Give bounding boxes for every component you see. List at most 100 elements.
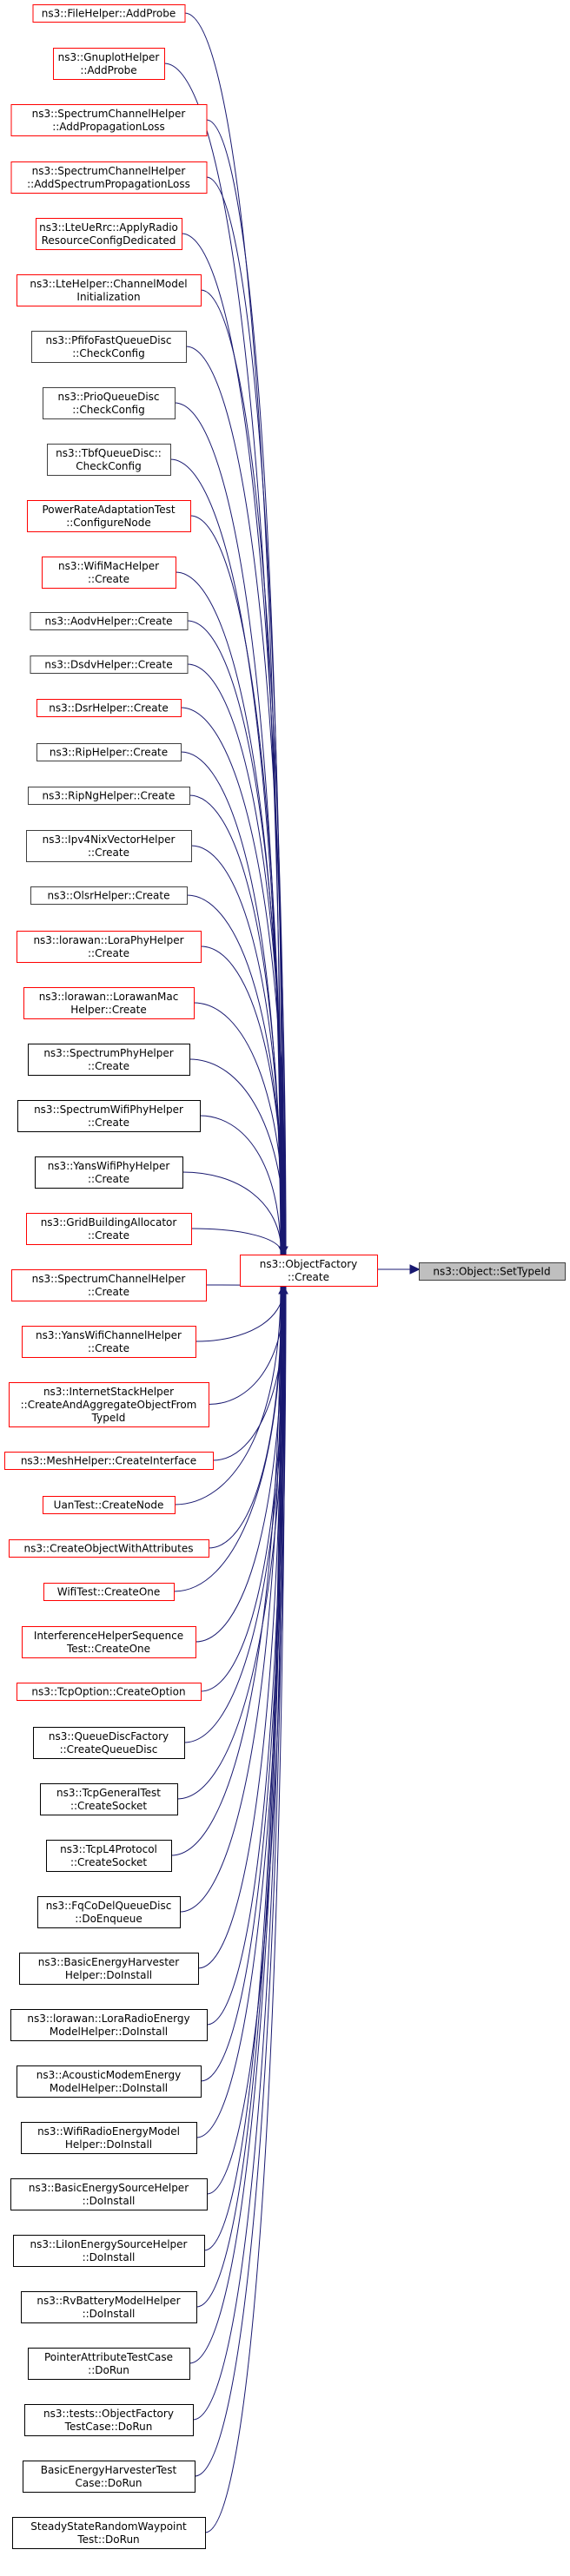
caller-node-ns3-ltehelper-channelmodelinitialization-box[interactable]	[17, 274, 202, 306]
caller-node-ns3-acousticmodemenergymodelhelper-doinstall[interactable]: ns3::AcousticModemEnergyModelHelper::DoI…	[17, 2065, 202, 2098]
object-factory-create-node-box[interactable]	[240, 1255, 378, 1287]
caller-node-interferencehelpersequencetest-createone[interactable]: InterferenceHelperSequenceTest::CreateOn…	[22, 1626, 196, 1658]
caller-node-ns3-lorawan-loraphyhelper-create-box[interactable]	[17, 931, 202, 963]
caller-node-ns3-basicenergyharvesterhelper-doinstall-box[interactable]	[19, 1953, 199, 1985]
caller-node-pointerattributetestcase-dorun-box[interactable]	[28, 2348, 190, 2380]
caller-node-ns3-lorawan-loraphyhelper-create[interactable]: ns3::lorawan::LoraPhyHelper::Create	[17, 931, 202, 963]
caller-node-ns3-internetstackhelper-createandaggregateobjectfromtypeid[interactable]: ns3::InternetStackHelper::CreateAndAggre…	[9, 1382, 209, 1427]
caller-node-interferencehelpersequencetest-createone-box[interactable]	[22, 1626, 196, 1658]
object-set-type-id-node-box[interactable]	[419, 1262, 566, 1281]
caller-node-ns3-spectrumchannelhelper-create[interactable]: ns3::SpectrumChannelHelper::Create	[11, 1269, 207, 1301]
caller-node-powerrateadaptationtest-configurenode[interactable]: PowerRateAdaptationTest::ConfigureNode	[27, 500, 191, 532]
object-factory-create-node[interactable]: ns3::ObjectFactory::Create	[240, 1255, 378, 1287]
caller-node-ns3-lorawan-loraradioenergymodelhelper-doinstall[interactable]: ns3::lorawan::LoraRadioEnergyModelHelper…	[10, 2009, 208, 2041]
caller-node-wifitest-createone-box[interactable]	[43, 1583, 175, 1601]
caller-node-wifitest-createone[interactable]: WifiTest::CreateOne	[43, 1583, 175, 1601]
caller-node-ns3-prioqueuedisc-checkconfig[interactable]: ns3::PrioQueueDisc::CheckConfig	[43, 387, 176, 419]
caller-node-ns3-rvbatterymodelhelper-doinstall-box[interactable]	[21, 2291, 197, 2323]
caller-node-ns3-fqcodelqueuedisc-doenqueue[interactable]: ns3::FqCoDelQueueDisc::DoEnqueue	[37, 1896, 181, 1928]
caller-node-steadystaterandomwaypointtest-dorun-box[interactable]	[12, 2517, 206, 2549]
caller-node-ns3-createobjectwithattributes[interactable]: ns3::CreateObjectWithAttributes	[9, 1539, 209, 1558]
caller-node-ns3-wifiradioenergymodelhelper-doinstall[interactable]: ns3::WifiRadioEnergyModelHelper::DoInsta…	[21, 2122, 197, 2154]
caller-node-ns3-internetstackhelper-createandaggregateobjectfromtypeid-box[interactable]	[9, 1382, 209, 1427]
caller-node-ns3-olsrhelper-create[interactable]: ns3::OlsrHelper::Create	[30, 886, 188, 905]
caller-node-ns3-dsrhelper-create-box[interactable]	[36, 699, 182, 717]
caller-node-basicenergyharvestertestcase-dorun-box[interactable]	[23, 2461, 196, 2493]
caller-node-ns3-wifimachelper-create-box[interactable]	[42, 557, 176, 589]
caller-node-ns3-dsdvhelper-create[interactable]: ns3::DsdvHelper::Create	[30, 656, 189, 674]
caller-node-uantest-createnode-box[interactable]	[43, 1496, 176, 1514]
caller-node-ns3-basicenergysourcehelper-doinstall[interactable]: ns3::BasicEnergySourceHelper::DoInstall	[10, 2178, 208, 2210]
caller-node-ns3-lorawan-loraradioenergymodelhelper-doinstall-box[interactable]	[10, 2009, 208, 2041]
caller-node-ns3-ipv4nixvectorhelper-create-box[interactable]	[26, 830, 192, 862]
caller-node-ns3-ltehelper-channelmodelinitialization[interactable]: ns3::LteHelper::ChannelModelInitializati…	[17, 274, 202, 306]
caller-node-ns3-acousticmodemenergymodelhelper-doinstall-box[interactable]	[17, 2065, 202, 2098]
caller-node-ns3-yanswifichannelhelper-create[interactable]: ns3::YansWifiChannelHelper::Create	[22, 1326, 196, 1358]
caller-node-ns3-yanswifiphyhelper-create-box[interactable]	[35, 1156, 183, 1189]
caller-node-ns3-queuediscfactory-createqueuedisc-box[interactable]	[33, 1727, 185, 1759]
caller-node-ns3-gridbuildingallocator-create-box[interactable]	[26, 1213, 192, 1245]
caller-node-ns3-pfifofastqueuedisc-checkconfig-box[interactable]	[31, 331, 187, 363]
caller-node-ns3-tbfqueuedisc-checkconfig[interactable]: ns3::TbfQueueDisc::CheckConfig	[47, 444, 171, 476]
caller-node-ns3-dsrhelper-create[interactable]: ns3::DsrHelper::Create	[36, 699, 182, 717]
caller-node-ns3-spectrumchannelhelper-addpropagationloss-box[interactable]	[10, 104, 208, 136]
caller-node-ns3-tcpoption-createoption-box[interactable]	[17, 1683, 202, 1701]
caller-node-ns3-yanswifichannelhelper-create-box[interactable]	[22, 1326, 196, 1358]
caller-node-ns3-gridbuildingallocator-create[interactable]: ns3::GridBuildingAllocator::Create	[26, 1213, 192, 1245]
caller-node-pointerattributetestcase-dorun[interactable]: PointerAttributeTestCase::DoRun	[28, 2348, 190, 2380]
caller-node-ns3-spectrumwifiphyhelper-create-box[interactable]	[17, 1100, 201, 1132]
caller-node-ns3-spectrumchannelhelper-addpropagationloss[interactable]: ns3::SpectrumChannelHelper::AddPropagati…	[10, 104, 208, 136]
caller-node-ns3-tcpgeneraltest-createsocket[interactable]: ns3::TcpGeneralTest::CreateSocket	[40, 1783, 178, 1815]
caller-node-ns3-aodvhelper-create[interactable]: ns3::AodvHelper::Create	[30, 612, 189, 630]
caller-node-ns3-lteuerrc-applyradioresourceconfigdedicated-box[interactable]	[36, 218, 182, 250]
caller-node-powerrateadaptationtest-configurenode-box[interactable]	[27, 500, 191, 532]
caller-node-ns3-spectrumphyhelper-create-box[interactable]	[28, 1044, 190, 1076]
caller-node-ns3-tcpoption-createoption[interactable]: ns3::TcpOption::CreateOption	[17, 1683, 202, 1701]
caller-node-ns3-spectrumchannelhelper-addspectrumpropagationloss-box[interactable]	[10, 161, 208, 194]
caller-node-ns3-prioqueuedisc-checkconfig-box[interactable]	[43, 387, 176, 419]
caller-node-ns3-filehelper-addprobe[interactable]: ns3::FileHelper::AddProbe	[32, 4, 186, 23]
caller-node-ns3-tcpgeneraltest-createsocket-box[interactable]	[40, 1783, 178, 1815]
caller-node-ns3-liionenergysourcehelper-doinstall[interactable]: ns3::LiIonEnergySourceHelper::DoInstall	[13, 2235, 205, 2267]
caller-node-ns3-spectrumchannelhelper-addspectrumpropagationloss[interactable]: ns3::SpectrumChannelHelper::AddSpectrumP…	[10, 161, 208, 194]
caller-node-ns3-filehelper-addprobe-box[interactable]	[32, 4, 186, 23]
caller-node-ns3-ipv4nixvectorhelper-create[interactable]: ns3::Ipv4NixVectorHelper::Create	[26, 830, 192, 862]
caller-node-ns3-riphelper-create[interactable]: ns3::RipHelper::Create	[36, 743, 182, 761]
caller-node-ns3-tcpl4protocol-createsocket[interactable]: ns3::TcpL4Protocol::CreateSocket	[46, 1840, 172, 1872]
caller-node-ns3-wifiradioenergymodelhelper-doinstall-box[interactable]	[21, 2122, 197, 2154]
caller-node-ns3-pfifofastqueuedisc-checkconfig[interactable]: ns3::PfifoFastQueueDisc::CheckConfig	[31, 331, 187, 363]
caller-node-ns3-createobjectwithattributes-box[interactable]	[9, 1539, 209, 1558]
caller-node-ns3-ripnghelper-create-box[interactable]	[28, 787, 190, 805]
caller-node-ns3-aodvhelper-create-box[interactable]	[30, 612, 189, 630]
caller-node-ns3-spectrumwifiphyhelper-create[interactable]: ns3::SpectrumWifiPhyHelper::Create	[17, 1100, 201, 1132]
caller-node-ns3-lorawan-lorawanmachelper-create-box[interactable]	[23, 987, 195, 1019]
caller-node-ns3-dsdvhelper-create-box[interactable]	[30, 656, 189, 674]
caller-node-ns3-riphelper-create-box[interactable]	[36, 743, 182, 761]
caller-node-ns3-yanswifiphyhelper-create[interactable]: ns3::YansWifiPhyHelper::Create	[35, 1156, 183, 1189]
object-set-type-id-node[interactable]: ns3::Object::SetTypeId	[419, 1262, 566, 1281]
caller-node-ns3-gnuplothelper-addprobe-box[interactable]	[53, 48, 165, 80]
caller-node-ns3-ripnghelper-create[interactable]: ns3::RipNgHelper::Create	[28, 787, 190, 805]
caller-node-ns3-rvbatterymodelhelper-doinstall[interactable]: ns3::RvBatteryModelHelper::DoInstall	[21, 2291, 197, 2323]
caller-node-uantest-createnode[interactable]: UanTest::CreateNode	[43, 1496, 176, 1514]
caller-node-ns3-spectrumphyhelper-create[interactable]: ns3::SpectrumPhyHelper::Create	[28, 1044, 190, 1076]
caller-node-ns3-basicenergyharvesterhelper-doinstall[interactable]: ns3::BasicEnergyHarvesterHelper::DoInsta…	[19, 1953, 199, 1985]
caller-node-ns3-gnuplothelper-addprobe[interactable]: ns3::GnuplotHelper::AddProbe	[53, 48, 165, 80]
caller-node-ns3-queuediscfactory-createqueuedisc[interactable]: ns3::QueueDiscFactory::CreateQueueDisc	[33, 1727, 185, 1759]
caller-node-ns3-spectrumchannelhelper-create-box[interactable]	[11, 1269, 207, 1301]
caller-node-ns3-lteuerrc-applyradioresourceconfigdedicated[interactable]: ns3::LteUeRrc::ApplyRadioResourceConfigD…	[36, 218, 182, 250]
caller-node-ns3-meshhelper-createinterface[interactable]: ns3::MeshHelper::CreateInterface	[4, 1452, 214, 1470]
caller-node-ns3-wifimachelper-create[interactable]: ns3::WifiMacHelper::Create	[42, 557, 176, 589]
caller-node-ns3-meshhelper-createinterface-box[interactable]	[4, 1452, 214, 1470]
caller-node-ns3-fqcodelqueuedisc-doenqueue-box[interactable]	[37, 1896, 181, 1928]
caller-node-ns3-liionenergysourcehelper-doinstall-box[interactable]	[13, 2235, 205, 2267]
caller-node-ns3-olsrhelper-create-box[interactable]	[30, 886, 188, 905]
caller-node-ns3-basicenergysourcehelper-doinstall-box[interactable]	[10, 2178, 208, 2210]
caller-node-ns3-tests-objectfactorytestcase-dorun-box[interactable]	[24, 2404, 194, 2436]
caller-node-ns3-tcpl4protocol-createsocket-box[interactable]	[46, 1840, 172, 1872]
caller-node-ns3-tbfqueuedisc-checkconfig-box[interactable]	[47, 444, 171, 476]
